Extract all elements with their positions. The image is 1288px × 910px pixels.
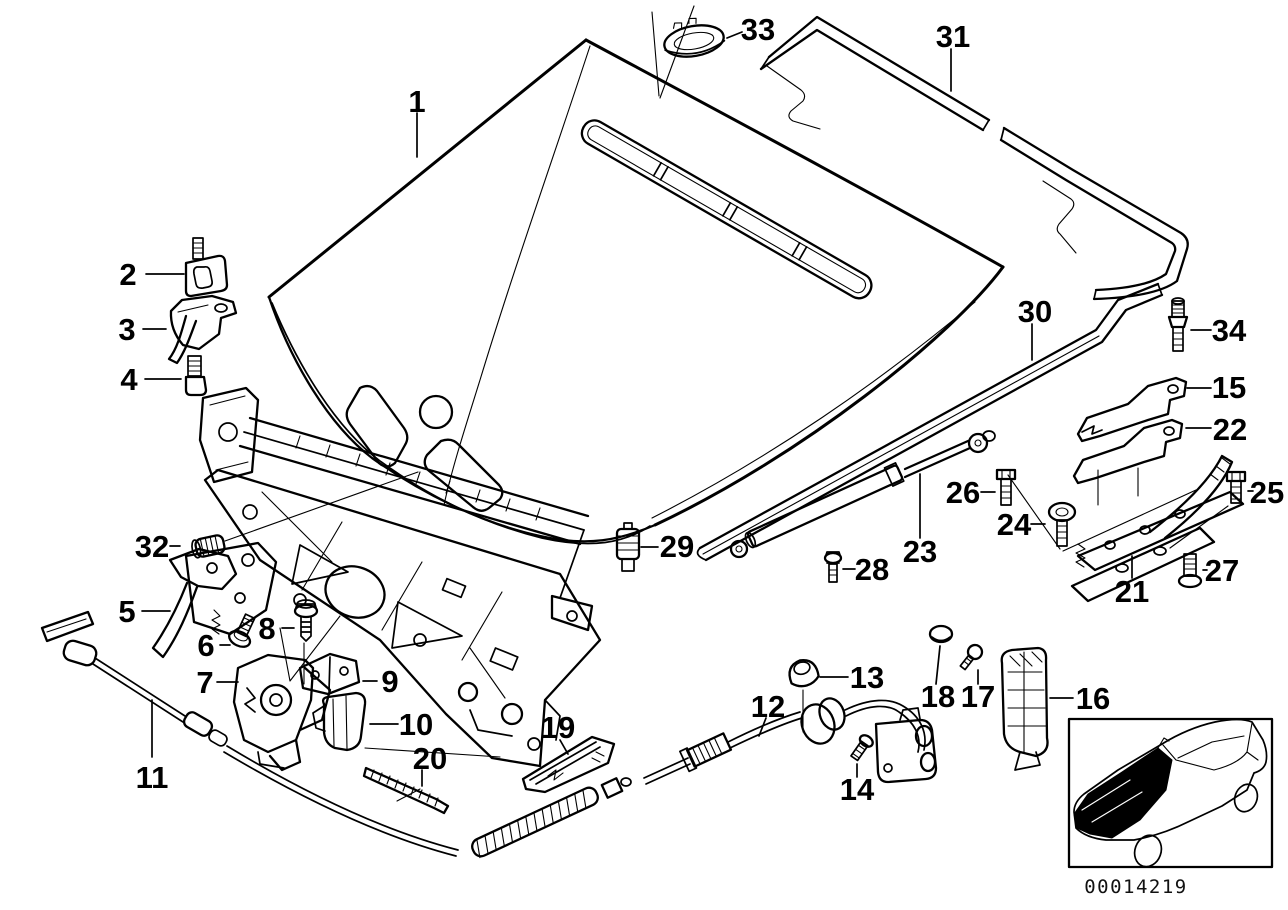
hinge-stud-34	[1167, 297, 1189, 352]
hood-buffer	[615, 522, 641, 572]
callout-19[interactable]: 19	[541, 710, 575, 745]
callout-31[interactable]: 31	[936, 19, 970, 54]
hood-vent-grille	[580, 119, 873, 300]
hood-panel	[267, 38, 1005, 545]
lock-bracket	[298, 652, 361, 696]
safety-catch	[167, 294, 238, 365]
callout-34[interactable]: 34	[1212, 313, 1247, 348]
leader-lines	[141, 31, 1254, 787]
callout-23[interactable]: 23	[903, 534, 937, 569]
catch-screw	[184, 355, 208, 397]
bowden-cable-front	[40, 610, 632, 859]
callout-25[interactable]: 25	[1250, 475, 1284, 510]
hood-lock	[232, 653, 332, 772]
hinge-screw-24	[1047, 501, 1077, 547]
grille-bracket	[1000, 646, 1049, 771]
callout-6[interactable]: 6	[197, 628, 214, 663]
callout-30[interactable]: 30	[1018, 294, 1052, 329]
hood-grommet	[663, 17, 726, 58]
callout-10[interactable]: 10	[399, 707, 433, 742]
callout-33[interactable]: 33	[741, 12, 775, 47]
drawing-number: 00014219	[1084, 876, 1188, 898]
hood-release-lever	[151, 541, 278, 659]
car-with-hood-highlighted-icon	[1073, 718, 1268, 868]
callout-12[interactable]: 12	[751, 689, 785, 724]
callout-14[interactable]: 14	[840, 772, 875, 807]
hood-rear-seal	[696, 282, 1164, 562]
callout-20[interactable]: 20	[413, 741, 447, 776]
bowden-cable-rear	[643, 697, 938, 785]
callout-4[interactable]: 4	[120, 362, 138, 397]
callout-18[interactable]: 18	[921, 679, 955, 714]
callout-15[interactable]: 15	[1212, 370, 1246, 405]
lock-cover	[312, 691, 367, 752]
callout-7[interactable]: 7	[196, 665, 213, 700]
callout-28[interactable]: 28	[855, 552, 889, 587]
callout-29[interactable]: 29	[660, 529, 694, 564]
hinge-screw-26	[995, 468, 1017, 506]
callout-26[interactable]: 26	[946, 475, 980, 510]
bracket-screw	[850, 734, 874, 762]
callout-17[interactable]: 17	[961, 679, 995, 714]
cable-grommet	[788, 659, 820, 688]
callout-9[interactable]: 9	[381, 664, 398, 699]
strut-bolt	[823, 551, 843, 583]
bracket-screw-small	[959, 643, 984, 671]
hinge-screw-27	[1177, 553, 1203, 589]
callout-layer: 1234567891011121314151617181920212223242…	[118, 12, 1284, 807]
callout-13[interactable]: 13	[850, 660, 884, 695]
panel-screw	[293, 599, 319, 642]
front-panel-assembly	[198, 386, 602, 768]
striker-clip	[184, 237, 229, 298]
kidney-grille-cutouts	[345, 384, 504, 512]
callout-1[interactable]: 1	[408, 84, 425, 119]
hinge-lever-upper	[1076, 376, 1188, 443]
gas-pressure-strut	[729, 430, 996, 559]
callout-27[interactable]: 27	[1205, 553, 1239, 588]
cable-channel	[521, 735, 616, 794]
windshield-cowl-seal	[759, 15, 1189, 301]
hood-hinge	[1070, 454, 1245, 603]
callout-16[interactable]: 16	[1076, 681, 1110, 716]
alignment-lines	[224, 5, 1229, 802]
hinge-lever-lower	[1072, 418, 1184, 485]
callout-21[interactable]: 21	[1115, 574, 1149, 609]
hinge-screw-25	[1225, 470, 1247, 504]
rubber-buffer	[191, 534, 226, 559]
callout-24[interactable]: 24	[997, 507, 1032, 542]
callout-11[interactable]: 11	[136, 760, 169, 795]
callout-8[interactable]: 8	[258, 611, 275, 646]
lever-screw	[228, 613, 256, 648]
callout-5[interactable]: 5	[118, 594, 135, 629]
callout-2[interactable]: 2	[119, 257, 136, 292]
blind-plug-cap	[928, 624, 954, 644]
callout-22[interactable]: 22	[1213, 412, 1247, 447]
callout-32[interactable]: 32	[135, 529, 169, 564]
callout-3[interactable]: 3	[118, 312, 135, 347]
car-thumbnail: 00014219	[1067, 717, 1274, 898]
bmw-roundel	[418, 394, 454, 430]
seal-strip	[362, 766, 450, 815]
